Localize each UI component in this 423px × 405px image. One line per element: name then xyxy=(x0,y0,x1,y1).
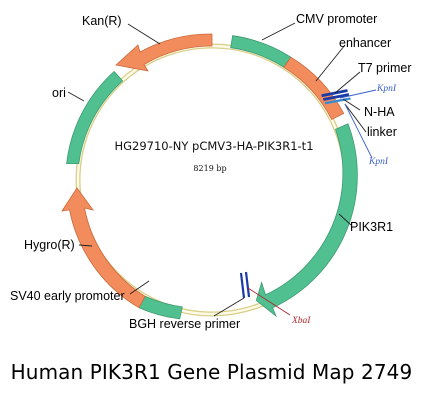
plasmid-name: HG29710-NY pCMV3-HA-PIK3R1-t1 xyxy=(114,139,313,153)
bgh-primer-marker xyxy=(239,271,251,299)
enhancer-leader xyxy=(315,44,346,82)
pik3r1-label: PIK3R1 xyxy=(350,220,393,234)
figure-caption: Human PIK3R1 Gene Plasmid Map 2749 xyxy=(10,360,413,384)
n-ha-marker xyxy=(321,89,351,105)
plasmid-size: 8219 bp xyxy=(193,164,226,173)
t7-primer-leader xyxy=(334,71,361,94)
linker-leader xyxy=(344,103,367,133)
pik3r1-leader xyxy=(338,213,352,226)
t7-primer-label: T7 primer xyxy=(358,61,411,75)
ori-arc xyxy=(66,70,124,164)
bgh-leader xyxy=(213,297,245,317)
sv40-early-promoter-label: SV40 early promoter xyxy=(10,289,125,303)
hygro-r-label: Hygro(R) xyxy=(24,238,75,252)
kan-r-label: Kan(R) xyxy=(82,14,122,28)
cmv-promoter-label: CMV promoter xyxy=(296,12,377,26)
bgh-reverse-primer-label: BGH reverse primer xyxy=(129,317,240,331)
cmv-promoter-leader xyxy=(261,22,296,41)
n-ha-label: N-HA xyxy=(364,105,395,119)
pik3r1-arrow xyxy=(255,123,358,318)
kpni-1-leader xyxy=(339,89,377,99)
enhancer-arc xyxy=(283,56,345,121)
hygro-r-leader xyxy=(78,244,93,247)
kan-r-leader xyxy=(127,23,161,45)
xbai-leader xyxy=(247,287,291,316)
cmv-promoter-arc xyxy=(230,35,292,68)
kpni-2-label: KpnI xyxy=(368,157,389,167)
kpni-2-leader xyxy=(344,103,373,159)
kan-r-arrow xyxy=(115,33,213,72)
sv40-early-promoter-arc xyxy=(138,295,183,320)
ori-label: ori xyxy=(52,86,66,100)
hygro-r-arrow xyxy=(61,187,146,309)
kpni-1-label: KpnI xyxy=(376,84,397,94)
linker-label: linker xyxy=(367,125,397,139)
n-ha-leader xyxy=(342,98,361,111)
sv40-leader xyxy=(129,280,150,295)
ori-leader xyxy=(67,91,85,102)
xbai-label: XbaI xyxy=(291,316,311,326)
enhancer-label: enhancer xyxy=(339,36,391,50)
